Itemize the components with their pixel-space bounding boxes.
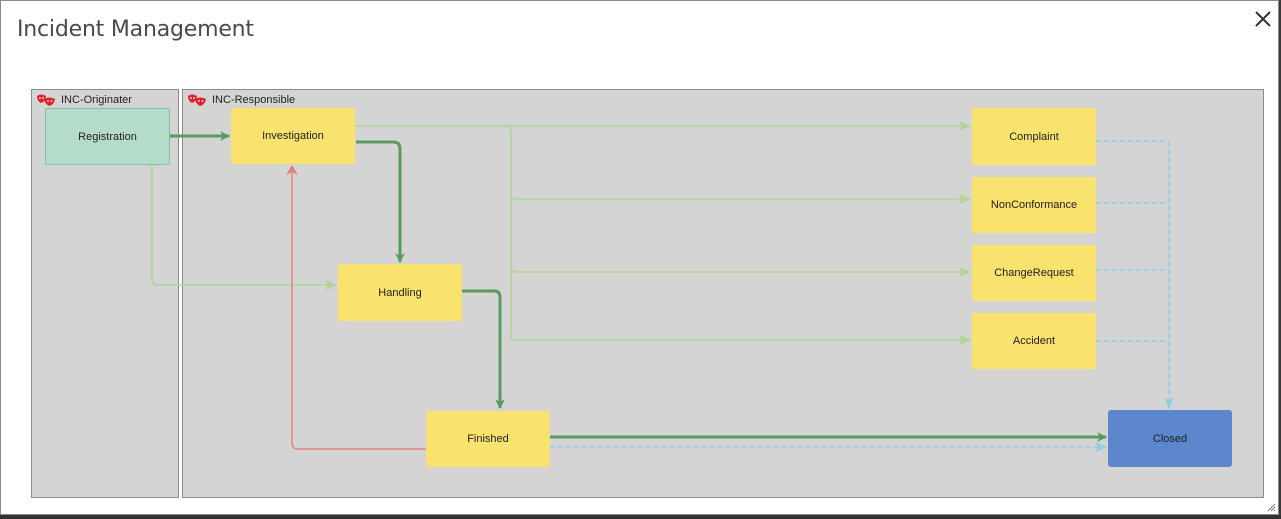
node-label: NonConformance [990,199,1078,211]
node-label: ChangeRequest [994,267,1074,279]
dialog-title: Incident Management [17,17,254,42]
close-button[interactable] [1252,8,1274,30]
node-label: Finished [467,433,509,445]
node-accident[interactable]: Accident [972,313,1096,369]
node-registration[interactable]: Registration [45,108,170,165]
node-investigation[interactable]: Investigation [231,108,355,164]
lane-header: INC-Originater [36,92,132,108]
node-nonconformance[interactable]: NonConformance [972,177,1096,233]
node-label: Handling [378,286,422,299]
role-masks-icon [37,94,55,106]
lane-header: INC-Responsible [187,92,295,108]
background-taskbar [0,515,1281,519]
role-masks-icon [188,94,206,106]
close-icon [1255,11,1271,27]
node-label: Complaint [1009,130,1059,143]
node-changerequest[interactable]: ChangeRequest [972,245,1096,301]
lane-label: INC-Originater [61,94,132,106]
node-label: Accident [1012,335,1056,347]
node-finished[interactable]: Finished [426,411,550,467]
node-complaint[interactable]: Complaint [972,108,1096,165]
node-label: Closed [1152,432,1188,445]
node-label: Investigation [262,130,324,142]
resize-grip-icon[interactable] [1266,502,1276,512]
node-closed[interactable]: Closed [1108,410,1232,467]
lane-label: INC-Responsible [212,94,296,106]
node-label: Registration [78,130,137,143]
node-handling[interactable]: Handling [338,264,462,321]
